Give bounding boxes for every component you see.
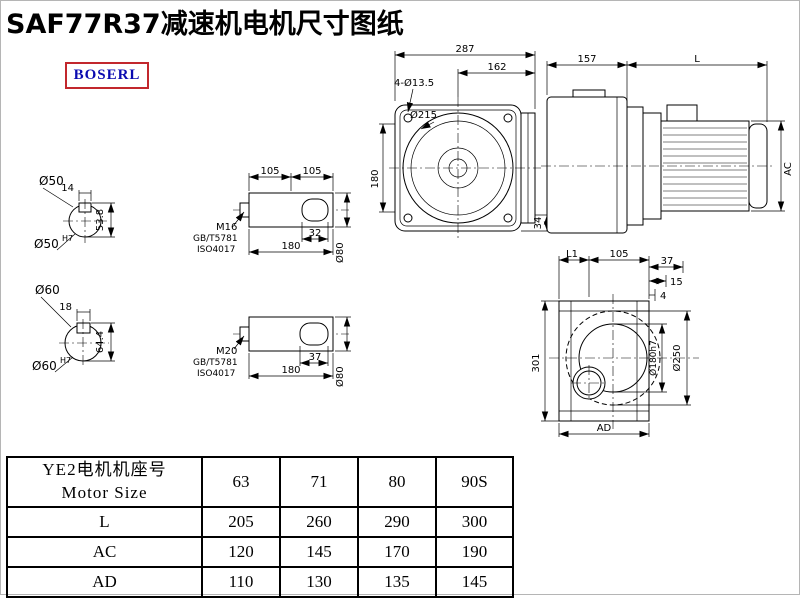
table-header-cn: YE2电机机座号: [42, 460, 167, 480]
cell-L-90s: 300: [435, 506, 514, 538]
dim-bore1-keyway-width: 14: [61, 183, 74, 194]
dim-shaft1-key-length: 32: [309, 228, 322, 239]
bore-section-60-view: Ø60 18 64.4 Ø60 H7: [32, 283, 115, 373]
table-row-L: L 205 260 290 300: [6, 506, 514, 538]
table-col-90s: 90S: [435, 456, 514, 508]
dim-bore2-fit-tolerance: H7: [60, 356, 71, 365]
motor-size-table: YE2电机机座号 Motor Size 63 71 80 90S L 205 2…: [6, 456, 514, 598]
label-shaft1-standard-1: GB/T5781: [193, 234, 238, 244]
table-header-row: YE2电机机座号 Motor Size 63 71 80 90S: [6, 456, 514, 508]
shaft-detail-m20-view: 37 180 Ø80 M20 GB/T5781 ISO4017: [193, 316, 351, 387]
dim-shaft1-diameter: Ø80: [334, 242, 346, 263]
dim-flange-spigot-diameter: Ø180h7: [648, 340, 659, 376]
brand-logo: BOSERL: [65, 62, 149, 89]
dim-bore2-keyway-width: 18: [59, 302, 72, 313]
gearbox-front-view: 287 162 4-Ø13.5 Ø215 180 34: [370, 44, 551, 241]
dim-front-height: 180: [370, 169, 381, 188]
dim-flange-height: 301: [531, 353, 542, 372]
dim-flange-seg: 105: [609, 249, 628, 260]
dim-front-mounting-holes: 4-Ø13.5: [394, 77, 434, 89]
motor-fins: [663, 127, 747, 206]
table-header-motor-size: YE2电机机座号 Motor Size: [6, 456, 203, 508]
dim-flange-4: 4: [660, 291, 666, 302]
dim-front-total-width: 287: [455, 44, 474, 55]
table-row-AD: AD 110 130 135 145: [6, 566, 514, 598]
dim-flange-37: 37: [661, 256, 674, 267]
label-shaft2-standard-2: ISO4017: [197, 369, 235, 379]
page-title: SAF77R37减速机电机尺寸图纸: [6, 9, 404, 40]
label-shaft2-thread: M20: [216, 346, 237, 357]
label-shaft1-thread: M16: [216, 222, 237, 233]
cell-AC-80: 170: [357, 536, 437, 568]
label-shaft2-standard-1: GB/T5781: [193, 358, 238, 368]
dim-bore1-fit-tolerance: H7: [62, 234, 73, 243]
table-col-80: 80: [357, 456, 437, 508]
dim-side-motor-diameter: AC: [783, 162, 794, 176]
dim-front-main-diameter: Ø215: [410, 109, 437, 121]
dim-bore2-fit-diameter: Ø60: [32, 359, 57, 373]
dim-front-right-width: 162: [487, 62, 506, 73]
cell-AC-63: 120: [201, 536, 281, 568]
dim-bore1-keyway-height: 53.8: [95, 209, 106, 231]
dim-shaft2-key-length: 37: [309, 352, 322, 363]
cell-L-63: 205: [201, 506, 281, 538]
dim-bore1-diameter: Ø50: [39, 174, 64, 188]
shaft-detail-m16-view: 105 105 32 180 Ø80 M16 GB/T5781 ISO4017: [193, 166, 351, 263]
bore-section-50-view: Ø50 14 53.8 Ø50 H7: [34, 174, 115, 251]
output-flange-view: L1 105 37 15 4 301 Ø180h7 Ø250 AD: [531, 249, 699, 438]
cell-AC-71: 145: [279, 536, 359, 568]
table-col-71: 71: [279, 456, 359, 508]
gearmotor-side-view: 157 L AC: [541, 54, 794, 234]
row-label-AD: AD: [6, 566, 203, 598]
cell-L-80: 290: [357, 506, 437, 538]
technical-drawing: Ø50 14 53.8 Ø50 H7 Ø60 18 64.4 Ø60 H7: [32, 44, 794, 438]
dim-shaft2-diameter: Ø80: [334, 366, 346, 387]
table-row-AC: AC 120 145 170 190: [6, 536, 514, 568]
row-label-L: L: [6, 506, 203, 538]
dim-front-flange-offset: 34: [533, 217, 544, 230]
dim-flange-ad: AD: [597, 423, 612, 434]
cell-AD-80: 135: [357, 566, 437, 598]
table-header-en: Motor Size: [61, 483, 148, 502]
dim-shaft1-seg1: 105: [260, 166, 279, 177]
dim-shaft1-seg2: 105: [302, 166, 321, 177]
cell-AC-90s: 190: [435, 536, 514, 568]
dim-bore2-diameter: Ø60: [35, 283, 60, 297]
table-col-63: 63: [201, 456, 281, 508]
dim-flange-outer-diameter: Ø250: [671, 345, 683, 372]
dim-shaft2-total-length: 180: [281, 365, 300, 376]
cell-L-71: 260: [279, 506, 359, 538]
dim-flange-l1: L1: [566, 249, 578, 260]
cell-AD-90s: 145: [435, 566, 514, 598]
dim-bore2-keyway-height: 64.4: [95, 331, 106, 353]
dim-shaft1-total-length: 180: [281, 241, 300, 252]
dim-flange-15: 15: [670, 277, 683, 288]
dim-bore1-fit-diameter: Ø50: [34, 237, 59, 251]
dim-side-gearbox-length: 157: [577, 54, 596, 65]
cell-AD-63: 110: [201, 566, 281, 598]
dim-side-motor-length: L: [694, 54, 700, 65]
label-shaft1-standard-2: ISO4017: [197, 245, 235, 255]
cell-AD-71: 130: [279, 566, 359, 598]
row-label-AC: AC: [6, 536, 203, 568]
